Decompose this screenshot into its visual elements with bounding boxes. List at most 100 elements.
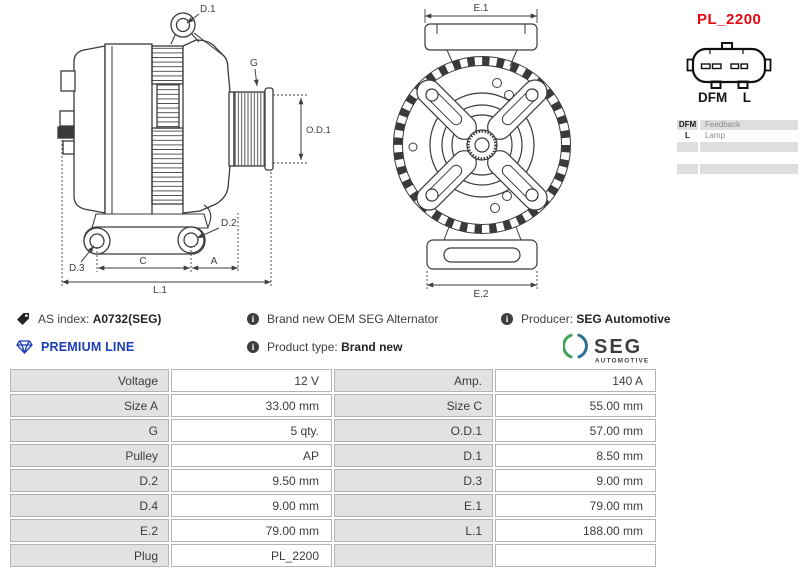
brand-new-text: Brand new OEM SEG Alternator (267, 312, 439, 326)
pin-legend-row: L Lamp (677, 131, 798, 141)
dim-label-d2: D.2 (221, 218, 237, 229)
connector-pin-labels: DFM L (698, 90, 751, 105)
as-index-label: AS index: (38, 312, 90, 326)
alternator-side-view (57, 12, 274, 255)
pulley (228, 87, 274, 171)
spec-label (334, 544, 493, 567)
spec-row: G 5 qty. O.D.1 57.00 mm (10, 419, 656, 442)
spec-row: Plug PL_2200 (10, 544, 656, 567)
spec-label: D.4 (10, 494, 169, 517)
spec-label: D.3 (334, 469, 493, 492)
premium-line-row: PREMIUM LINE (16, 340, 134, 354)
producer-value: SEG Automotive (576, 312, 671, 326)
spec-value: 33.00 mm (171, 394, 332, 417)
seg-automotive-logo: SEG AUTOMOTIVE (563, 333, 649, 365)
terminal-block (57, 126, 75, 139)
spec-label: O.D.1 (334, 419, 493, 442)
as-index-row: AS index: A0732(SEG) (16, 312, 161, 326)
spec-label: Plug (10, 544, 169, 567)
pin-legend-row (677, 142, 798, 152)
spec-row: D.4 9.00 mm E.1 79.00 mm (10, 494, 656, 517)
pin-key (677, 142, 698, 152)
spec-value: PL_2200 (171, 544, 332, 567)
pin-legend-row (677, 153, 798, 163)
spec-label: L.1 (334, 519, 493, 542)
product-type-row: Product type: Brand new (247, 340, 402, 354)
pin-key: L (677, 131, 698, 141)
premium-line-label: PREMIUM LINE (41, 340, 135, 354)
spec-value: 57.00 mm (495, 419, 656, 442)
pin-label-dfm: DFM (698, 90, 728, 105)
pin-value (700, 153, 798, 163)
spec-label: Amp. (334, 369, 493, 392)
diamond-icon (16, 340, 33, 354)
dim-label-l1: L.1 (153, 285, 167, 296)
dim-label-d1: D.1 (200, 4, 216, 15)
pin-key: DFM (677, 120, 698, 130)
pin-value (700, 142, 798, 152)
side-view-dim-labels: D.1 G O.D.1 D.2 D.3 C A L.1 (69, 4, 331, 296)
pin-value: Lamp (700, 131, 798, 141)
product-type-text: Product type: Brand new (267, 340, 402, 354)
brand-new-row: Brand new OEM SEG Alternator (247, 312, 438, 326)
spec-value: 79.00 mm (171, 519, 332, 542)
dim-label-g: G (250, 58, 258, 69)
pin-value (700, 164, 798, 174)
info-icon (501, 313, 513, 325)
spec-value: 9.00 mm (171, 494, 332, 517)
pin-legend-row: DFM Feedback (677, 120, 798, 130)
producer-label: Producer: (521, 312, 574, 326)
spec-label: Size A (10, 394, 169, 417)
spec-label: Size C (334, 394, 493, 417)
spec-table-container: Voltage 12 V Amp. 140 A Size A 33.00 mm … (8, 367, 658, 569)
spec-label: D.2 (10, 469, 169, 492)
as-index-text: AS index: A0732(SEG) (38, 312, 161, 326)
spec-value: 12 V (171, 369, 332, 392)
spec-label: E.2 (10, 519, 169, 542)
pin-legend-table: DFM Feedback L Lamp (677, 120, 798, 175)
seg-logo-text: SEG (594, 336, 642, 358)
spec-value: 9.00 mm (495, 469, 656, 492)
spec-value: 140 A (495, 369, 656, 392)
spec-value: 55.00 mm (495, 394, 656, 417)
front-view-dimensions (424, 9, 538, 289)
side-view-dimensions (61, 13, 308, 286)
mounting-arms (416, 79, 548, 211)
spec-label: G (10, 419, 169, 442)
producer-text: Producer: SEG Automotive (521, 312, 671, 326)
gear-ring (393, 56, 571, 234)
pin-label-l: L (742, 90, 751, 105)
spec-row: D.2 9.50 mm D.3 9.00 mm (10, 469, 656, 492)
info-icon (247, 341, 259, 353)
producer-row: Producer: SEG Automotive (501, 312, 671, 326)
pin-value: Feedback (700, 120, 798, 130)
spec-row: Pulley AP D.1 8.50 mm (10, 444, 656, 467)
dim-label-od1: O.D.1 (306, 125, 331, 136)
pin-key (677, 153, 698, 163)
dim-label-a: A (211, 256, 218, 267)
as-index-value: A0732(SEG) (92, 312, 162, 326)
spec-value (495, 544, 656, 567)
pin-legend-row (677, 164, 798, 174)
spec-value: 9.50 mm (171, 469, 332, 492)
connector-drawing (686, 42, 772, 89)
stator-ribs (151, 45, 184, 205)
spec-value: AP (171, 444, 332, 467)
alternator-front-view (393, 23, 571, 270)
spec-label: Voltage (10, 369, 169, 392)
seg-logo-circle (563, 333, 588, 359)
spec-value: 8.50 mm (495, 444, 656, 467)
info-icon (247, 313, 259, 325)
technical-drawings: D.1 G O.D.1 D.2 D.3 C A L.1 (57, 3, 772, 300)
tag-icon (17, 313, 29, 325)
spec-table: Voltage 12 V Amp. 140 A Size A 33.00 mm … (8, 367, 658, 569)
product-type-value: Brand new (341, 340, 403, 354)
spec-row: Voltage 12 V Amp. 140 A (10, 369, 656, 392)
dim-label-d3: D.3 (69, 263, 85, 274)
spec-label: Pulley (10, 444, 169, 467)
spec-row: E.2 79.00 mm L.1 188.00 mm (10, 519, 656, 542)
pin-key (677, 164, 698, 174)
seg-logo-subtext: AUTOMOTIVE (595, 358, 649, 365)
spec-value: 5 qty. (171, 419, 332, 442)
